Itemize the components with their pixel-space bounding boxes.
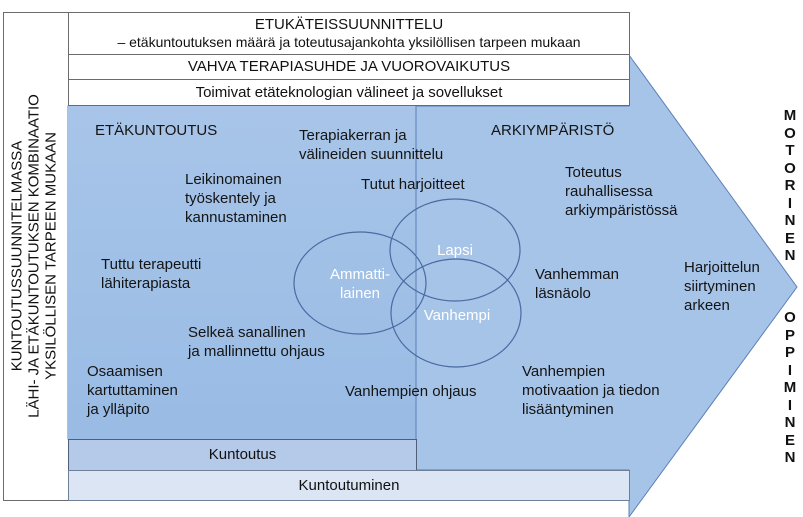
venn-ellipse-vanhempi [390,258,522,368]
letter: E [784,431,795,449]
tutut-harjoitteet: Tutut harjoitteet [361,176,465,193]
text-line: ja ylläpito [87,401,150,418]
venn-ellipse-ammattilainen [293,231,427,335]
letter: O [784,124,796,142]
letter: I [787,396,793,414]
etukateissuunnittelu-subtitle: – etäkuntoutuksen määrä ja toteutusajank… [117,34,581,50]
etateknologia-row: Toimivat etäteknologian välineet ja sove… [68,79,630,106]
text-line: lisääntyminen [522,401,614,418]
vanhempien-ohjaus: Vanhempien ohjaus [345,383,477,400]
text-line: välineiden suunnittelu [299,146,444,163]
vanhemman-lasnaolo: Vanhemman läsnäolo [535,265,619,303]
vanhempien-motivaatio: Vanhempien motivaation ja tiedon lisäänt… [522,362,660,419]
etukateissuunnittelu-title: ETUKÄTEISSUUNNITTELU [254,16,444,33]
letter: I [787,361,793,379]
letter: O [784,309,796,326]
leikinomainen-tyoskentely: Leikinomainen työskentely ja kannustamin… [185,170,287,227]
arkiymparisto-heading: ARKIYMPÄRISTÖ [491,122,615,139]
letter: O [784,159,796,177]
kuntoutus-row: Kuntoutus [68,439,417,471]
letter: N [784,414,796,431]
harjoittelun-siirtyminen: Harjoittelun siirtyminen arkeen [684,258,760,315]
text-line: Vanhempien [522,363,606,380]
venn-label-ammattilainen: Ammatti- lainen [318,265,402,303]
letter: M [783,379,797,396]
osaamisen-kartuttaminen: Osaamisen kartuttaminen ja ylläpito [87,362,178,419]
venn-ellipse-lapsi [389,198,521,302]
letter: P [784,344,795,361]
text-line: kannustaminen [185,209,287,226]
text-line: Leikinomainen [185,171,282,188]
letter: N [784,247,796,264]
tuttu-terapeutti: Tuttu terapeutti lähiterapiasta [101,255,201,293]
text-line: arkiympäristössä [565,202,678,219]
terapiasuhde-row: VAHVA TERAPIASUHDE JA VUOROVAIKUTUS [68,54,630,80]
left-panel-frame [3,12,69,501]
text-line: Selkeä sanallinen [188,324,306,341]
letter: E [784,229,795,247]
text-line: Toteutus [565,164,622,181]
text-line: lainen [339,285,381,302]
text-line: siirtyminen [684,278,756,295]
etakuntoutus-heading: ETÄKUNTOUTUS [95,122,218,139]
kuntoutuminen-row: Kuntoutuminen [68,470,630,501]
text-line: ja mallinnettu ohjaus [188,343,325,360]
selkea-ohjaus: Selkeä sanallinen ja mallinnettu ohjaus [188,323,325,361]
letter: N [784,449,796,466]
letter: T [785,142,795,159]
text-line: työskentely ja [185,190,276,207]
text-line: arkeen [684,297,730,314]
text-line: motivaation ja tiedon [522,382,660,399]
letter: N [784,212,796,229]
text-line: Tuttu terapeutti [101,256,202,273]
motorinen-vertical: M O T O R I N E N [780,107,800,265]
text-line: Ammatti- [330,266,390,283]
etakuntoutus-area [68,106,416,439]
letter: M [783,107,797,124]
text-line: Harjoittelun [684,259,760,276]
letter: I [787,194,793,212]
text-line: lähiterapiasta [101,275,191,292]
venn-label-lapsi: Lapsi [437,242,473,259]
oppiminen-vertical: O P P I M I N E N [780,309,800,467]
terapiakerran-suunnittelu: Terapiakerran ja välineiden suunnittelu [299,126,443,164]
letter: R [784,177,796,194]
text-line: rauhallisessa [565,183,653,200]
toteutus-arkiymparistossa: Toteutus rauhallisessa arkiympäristössä [565,163,678,220]
letter: P [784,326,795,344]
text-line: Osaamisen [87,363,163,380]
text-line: läsnäolo [535,285,591,302]
venn-label-vanhempi: Vanhempi [423,307,491,324]
text-line: Vanhemman [535,266,619,283]
text-line: Terapiakerran ja [299,127,407,144]
etukateissuunnittelu-row: ETUKÄTEISSUUNNITTELU – etäkuntoutuksen m… [68,12,630,55]
text-line: kartuttaminen [87,382,178,399]
